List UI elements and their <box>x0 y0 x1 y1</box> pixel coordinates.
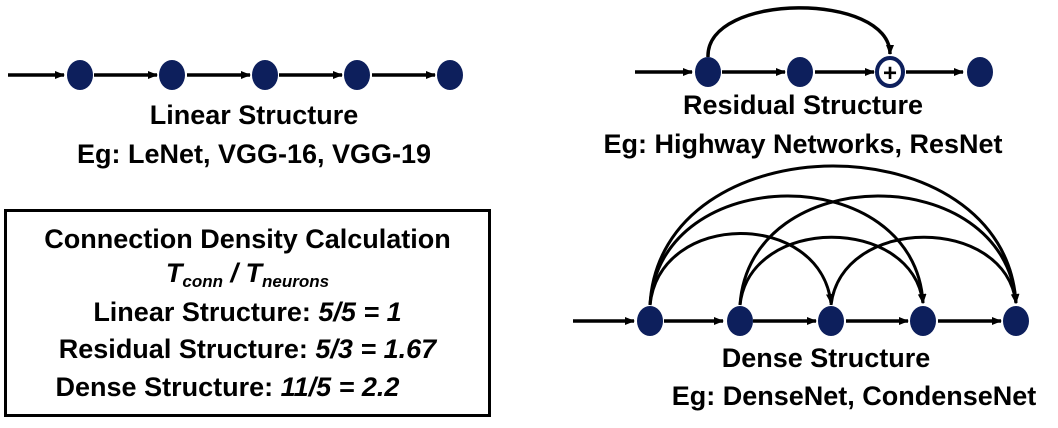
dense-node <box>1003 306 1029 336</box>
dense-structure-examples: Eg: DenseNet, CondenseNet <box>671 381 1037 411</box>
density-row-label: Dense Structure: <box>55 372 281 402</box>
density-row-value: 11/5 = 2.2 <box>280 372 400 402</box>
density-row-linear: Linear Structure: 5/5 = 1 <box>7 297 488 327</box>
dense-skip-connection <box>648 194 927 306</box>
dense-skip-connection <box>648 232 834 306</box>
linear-structure-title: Linear Structure <box>149 100 359 130</box>
density-row-value: 5/5 = 1 <box>318 297 402 327</box>
residual-skip-connection <box>706 6 894 58</box>
linear-structure-graph <box>8 60 463 90</box>
density-row-label: Linear Structure: <box>93 297 319 327</box>
residual-structure-title: Residual Structure <box>682 90 924 120</box>
linear-node <box>252 60 278 90</box>
residual-node <box>787 57 813 87</box>
dense-node <box>637 306 663 336</box>
dense-skip-connection <box>648 164 1020 306</box>
density-row-residual: Residual Structure: 5/3 = 1.67 <box>7 334 488 364</box>
residual-add-node <box>875 56 905 88</box>
residual-add-symbol: + <box>883 60 897 87</box>
residual-node <box>695 57 721 87</box>
residual-structure-graph: + <box>635 6 993 88</box>
linear-node <box>67 60 93 90</box>
dense-skip-connection <box>738 194 1020 306</box>
dense-node <box>818 306 844 336</box>
dense-node <box>910 306 936 336</box>
connection-density-formula: Tconn / Tneurons <box>7 258 488 297</box>
dense-structure-graph <box>573 164 1029 336</box>
connection-density-title: Connection Density Calculation <box>44 224 451 254</box>
density-row-value: 5/3 = 1.67 <box>315 334 437 364</box>
dense-node <box>727 306 753 336</box>
linear-structure-examples: Eg: LeNet, VGG-16, VGG-19 <box>76 139 432 169</box>
dense-skip-connection <box>829 235 1019 306</box>
formula-separator: / <box>223 258 246 288</box>
linear-node <box>437 60 463 90</box>
linear-node <box>344 60 370 90</box>
formula-numerator: T <box>165 258 183 288</box>
dense-structure-title: Dense Structure <box>721 343 931 373</box>
residual-node <box>967 57 993 87</box>
dense-skip-connection <box>738 235 926 306</box>
formula-denominator: T <box>245 258 263 288</box>
density-row-label: Residual Structure: <box>58 334 316 364</box>
formula-numerator-subscript: conn <box>182 272 224 291</box>
linear-node <box>159 60 185 90</box>
residual-structure-examples: Eg: Highway Networks, ResNet <box>603 129 1003 159</box>
connection-density-box: Connection Density Calculation Tconn / T… <box>4 209 491 417</box>
formula-denominator-subscript: neurons <box>262 272 330 291</box>
density-row-dense: Dense Structure: 11/5 = 2.2 <box>7 372 488 402</box>
